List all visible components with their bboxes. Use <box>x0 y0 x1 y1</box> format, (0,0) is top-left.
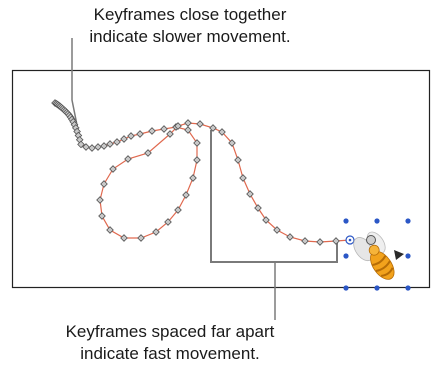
keyframe-marker[interactable] <box>246 190 254 198</box>
keyframe-marker[interactable] <box>94 143 102 151</box>
keyframe-marker[interactable] <box>88 144 96 152</box>
keyframe-marker[interactable] <box>239 174 247 182</box>
keyframe-marker[interactable] <box>196 120 204 128</box>
top-leader-line <box>71 38 81 141</box>
keyframe-marker[interactable] <box>100 180 108 188</box>
keyframe-marker[interactable] <box>273 226 281 234</box>
selection-handle[interactable] <box>343 285 349 291</box>
keyframe-marker[interactable] <box>96 196 104 204</box>
keyframe-marker[interactable] <box>148 127 156 135</box>
top-annotation-line-2: indicate slower movement. <box>89 27 291 46</box>
keyframe-marker[interactable] <box>234 156 242 164</box>
selection-handles[interactable] <box>343 218 411 291</box>
keyframe-marker[interactable] <box>166 130 174 138</box>
keyframe-marker[interactable] <box>106 140 114 148</box>
keyframe-marker[interactable] <box>193 156 201 164</box>
keyframe-marker[interactable] <box>182 191 190 199</box>
selection-handle[interactable] <box>343 253 349 259</box>
keyframe-marker[interactable] <box>120 135 128 143</box>
bottom-annotation-line-1: Keyframes spaced far apart <box>65 322 275 341</box>
keyframe-marker[interactable] <box>77 140 85 149</box>
keyframe-marker[interactable] <box>254 204 262 212</box>
keyframe-marker[interactable] <box>286 233 294 241</box>
keyframe-marker[interactable] <box>301 237 309 245</box>
bottom-annotation: Keyframes spaced far apart indicate fast… <box>20 321 320 365</box>
selection-handle[interactable] <box>343 218 349 224</box>
selection-handle[interactable] <box>405 218 411 224</box>
keyframe-marker[interactable] <box>218 128 226 136</box>
keyframe-marker[interactable] <box>193 139 201 147</box>
keyframe-marker[interactable] <box>332 237 340 245</box>
anchor-point[interactable] <box>345 235 355 245</box>
bottom-annotation-line-2: indicate fast movement. <box>80 344 260 363</box>
keyframe-marker[interactable] <box>316 238 324 246</box>
keyframe-marker[interactable] <box>109 165 117 173</box>
keyframe-marker[interactable] <box>160 125 168 133</box>
selection-handle[interactable] <box>405 253 411 259</box>
bee-eye-icon <box>366 235 376 245</box>
keyframe-marker[interactable] <box>184 119 192 127</box>
keyframe-marker[interactable] <box>189 174 197 182</box>
keyframe-marker[interactable] <box>209 124 217 132</box>
keyframe-marker[interactable] <box>144 149 152 157</box>
keyframe-markers <box>51 99 340 246</box>
top-annotation: Keyframes close together indicate slower… <box>60 4 320 48</box>
keyframe-marker[interactable] <box>137 234 145 242</box>
keyframe-marker[interactable] <box>136 130 144 138</box>
keyframe-marker[interactable] <box>120 234 128 242</box>
keyframe-marker[interactable] <box>262 216 270 224</box>
top-annotation-line-1: Keyframes close together <box>93 5 287 24</box>
keyframe-marker[interactable] <box>127 132 135 140</box>
bee-stinger-icon <box>394 250 404 260</box>
keyframe-marker[interactable] <box>228 139 236 147</box>
keyframe-marker[interactable] <box>106 226 114 234</box>
keyframe-marker[interactable] <box>152 228 160 236</box>
keyframe-marker[interactable] <box>82 143 90 151</box>
keyframe-marker[interactable] <box>98 212 106 220</box>
selection-handle[interactable] <box>374 285 380 291</box>
keyframe-marker[interactable] <box>124 155 132 163</box>
keyframe-marker[interactable] <box>184 126 192 134</box>
selection-handle[interactable] <box>374 218 380 224</box>
keyframe-marker[interactable] <box>164 218 172 226</box>
keyframe-marker[interactable] <box>113 138 121 146</box>
bottom-bracket <box>210 130 338 263</box>
keyframe-marker[interactable] <box>174 206 182 214</box>
keyframe-marker[interactable] <box>100 142 108 150</box>
keyframe-marker[interactable] <box>174 122 182 130</box>
selection-handle[interactable] <box>405 285 411 291</box>
